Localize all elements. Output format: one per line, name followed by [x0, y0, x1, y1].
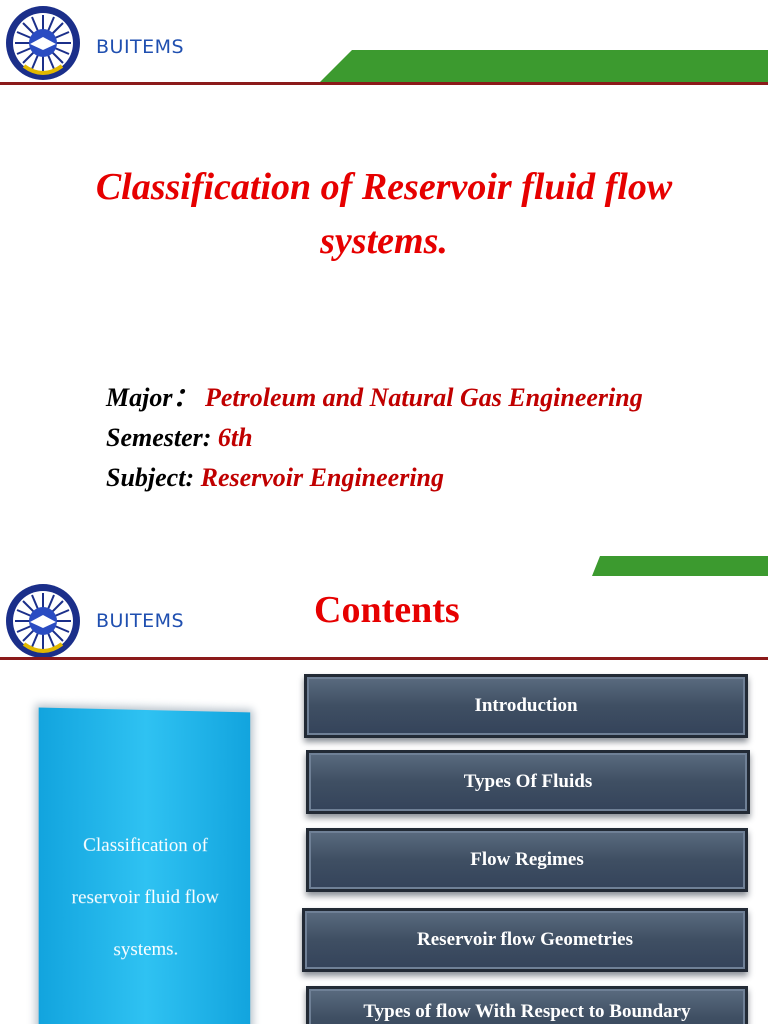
contents-title: Contents — [314, 589, 460, 631]
header-green-bar — [318, 50, 768, 84]
contents-item-introduction[interactable]: Introduction — [304, 674, 748, 738]
course-info: Major： Petroleum and Natural Gas Enginee… — [106, 378, 643, 498]
brand-name: BUITEMS — [96, 610, 185, 632]
header-divider — [0, 82, 768, 85]
university-logo-icon — [6, 6, 80, 80]
brand-name: BUITEMS — [96, 36, 185, 58]
subject-row: Subject: Reservoir Engineering — [106, 458, 643, 498]
semester-value: 6th — [217, 423, 253, 452]
panel-line: reservoir fluid flow — [71, 886, 219, 909]
contents-item-types-of-fluids[interactable]: Types Of Fluids — [306, 750, 750, 814]
title-line-1: Classification of Reservoir fluid flow — [95, 166, 673, 208]
subject-label: Subject: — [106, 463, 195, 492]
topic-panel: Classification of reservoir fluid flow s… — [38, 707, 251, 1024]
major-label: Major： — [106, 383, 199, 412]
slide-contents: BUITEMS Contents Classification of reser… — [0, 556, 768, 1024]
major-value: Petroleum and Natural Gas Engineering — [204, 383, 643, 412]
semester-row: Semester: 6th — [106, 418, 643, 458]
major-row: Major： Petroleum and Natural Gas Enginee… — [106, 378, 643, 418]
panel-line: systems. — [113, 938, 179, 961]
semester-label: Semester: — [106, 423, 212, 452]
contents-item-reservoir-flow-geometries[interactable]: Reservoir flow Geometries — [302, 908, 748, 972]
subject-value: Reservoir Engineering — [200, 463, 445, 492]
contents-item-types-of-flow-boundary[interactable]: Types of flow With Respect to Boundary — [306, 986, 748, 1024]
slide-title-text: Classification of Reservoir fluid flow s… — [40, 160, 728, 268]
contents-item-flow-regimes[interactable]: Flow Regimes — [306, 828, 748, 892]
top-green-bar — [592, 556, 768, 576]
header-divider — [0, 657, 768, 660]
topic-panel-text: Classification of reservoir fluid flow s… — [39, 819, 251, 977]
university-logo-icon — [6, 584, 80, 658]
title-line-2: systems. — [320, 220, 448, 262]
slide-title: BUITEMS Classification of Reservoir flui… — [0, 6, 768, 498]
panel-line: Classification of — [83, 834, 208, 857]
